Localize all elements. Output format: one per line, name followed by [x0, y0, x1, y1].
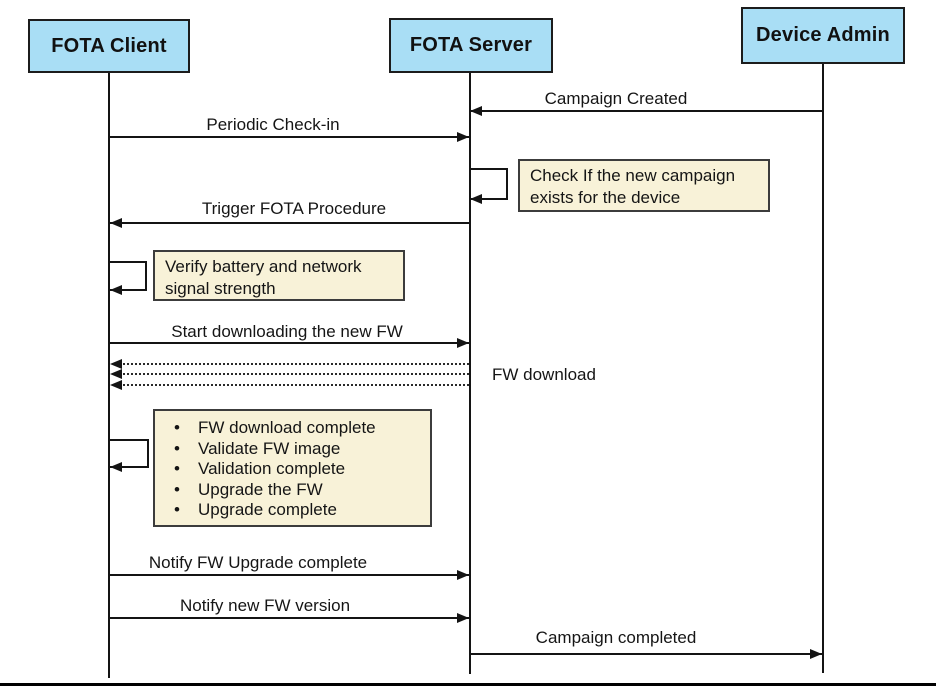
bullet-icon: •	[174, 459, 180, 478]
lifeline-fota-server	[469, 73, 471, 674]
message-label-notify-upgrade-complete: Notify FW Upgrade complete	[148, 553, 368, 572]
message-label-campaign-created: Campaign Created	[544, 89, 688, 108]
message-line-campaign-created	[470, 110, 822, 112]
self-loop-client-upgrade	[110, 439, 149, 468]
actor-box-fota-client: FOTA Client	[28, 19, 190, 73]
message-label-trigger-fota-procedure: Trigger FOTA Procedure	[201, 199, 387, 218]
arrowhead-right-icon	[810, 649, 822, 659]
note-upgrade-steps: • FW download complete • Validate FW ima…	[153, 409, 432, 527]
note-bullet-row: • Validation complete	[155, 459, 422, 480]
bullet-icon: •	[174, 418, 180, 437]
message-line-fw-download-1	[114, 363, 469, 365]
note-bullet-row: • Upgrade complete	[155, 500, 422, 521]
note-text-line: Verify battery and network	[165, 257, 362, 276]
arrowhead-left-icon	[110, 462, 122, 472]
note-step-text: Upgrade complete	[198, 500, 337, 519]
arrowhead-left-icon	[110, 359, 122, 369]
note-text-line: Check If the new campaign	[530, 166, 736, 185]
arrowhead-left-icon	[470, 194, 482, 204]
arrowhead-left-icon	[110, 285, 122, 295]
actor-label-fota-server: FOTA Server	[409, 34, 533, 56]
note-step-text: Upgrade the FW	[198, 479, 323, 499]
message-line-notify-new-fw-version	[110, 617, 469, 619]
bullet-icon: •	[174, 500, 180, 519]
note-text-line: signal strength	[165, 279, 276, 298]
arrowhead-left-icon	[110, 369, 122, 379]
message-label-start-download: Start downloading the new FW	[171, 322, 403, 341]
self-loop-server	[470, 168, 508, 200]
message-label-notify-new-fw-version: Notify new FW version	[179, 596, 351, 615]
message-line-fw-download-2	[114, 373, 469, 375]
message-line-notify-upgrade-complete	[110, 574, 469, 576]
note-bullet-row: • FW download complete	[155, 418, 422, 439]
note-verify-battery: Verify battery and network signal streng…	[153, 250, 405, 301]
actor-label-fota-client: FOTA Client	[51, 34, 167, 57]
bullet-icon: •	[174, 479, 180, 499]
message-line-start-download	[110, 342, 469, 344]
note-step-text: FW download complete	[198, 418, 376, 437]
bullet-icon: •	[174, 438, 180, 458]
arrowhead-right-icon	[457, 132, 469, 142]
self-loop-client-verify	[110, 261, 147, 291]
lifeline-fota-client	[108, 73, 110, 678]
arrowhead-left-icon	[110, 380, 122, 390]
arrowhead-left-icon	[110, 218, 122, 228]
actor-box-device-admin: Device Admin	[741, 7, 905, 64]
message-label-campaign-completed: Campaign completed	[535, 628, 697, 647]
message-label-fw-download: FW download	[492, 365, 596, 384]
note-bullet-row: • Upgrade the FW	[155, 480, 422, 501]
message-line-fw-download-3	[114, 384, 469, 386]
arrowhead-right-icon	[457, 338, 469, 348]
note-check-campaign: Check If the new campaign exists for the…	[518, 159, 770, 212]
message-label-periodic-check-in: Periodic Check-in	[206, 115, 340, 134]
note-step-text: Validation complete	[198, 459, 346, 478]
arrowhead-right-icon	[457, 613, 469, 623]
note-step-text: Validate FW image	[198, 438, 341, 458]
actor-label-device-admin: Device Admin	[756, 24, 890, 46]
message-line-trigger-fota-procedure	[110, 222, 469, 224]
lifeline-device-admin	[822, 64, 824, 673]
note-text-line: exists for the device	[530, 188, 681, 207]
message-line-periodic-check-in	[110, 136, 469, 138]
bottom-divider	[0, 683, 936, 686]
message-line-campaign-completed	[470, 653, 822, 655]
arrowhead-right-icon	[457, 570, 469, 580]
actor-box-fota-server: FOTA Server	[389, 18, 553, 73]
note-bullet-row: • Validate FW image	[155, 439, 422, 460]
arrowhead-left-icon	[470, 106, 482, 116]
